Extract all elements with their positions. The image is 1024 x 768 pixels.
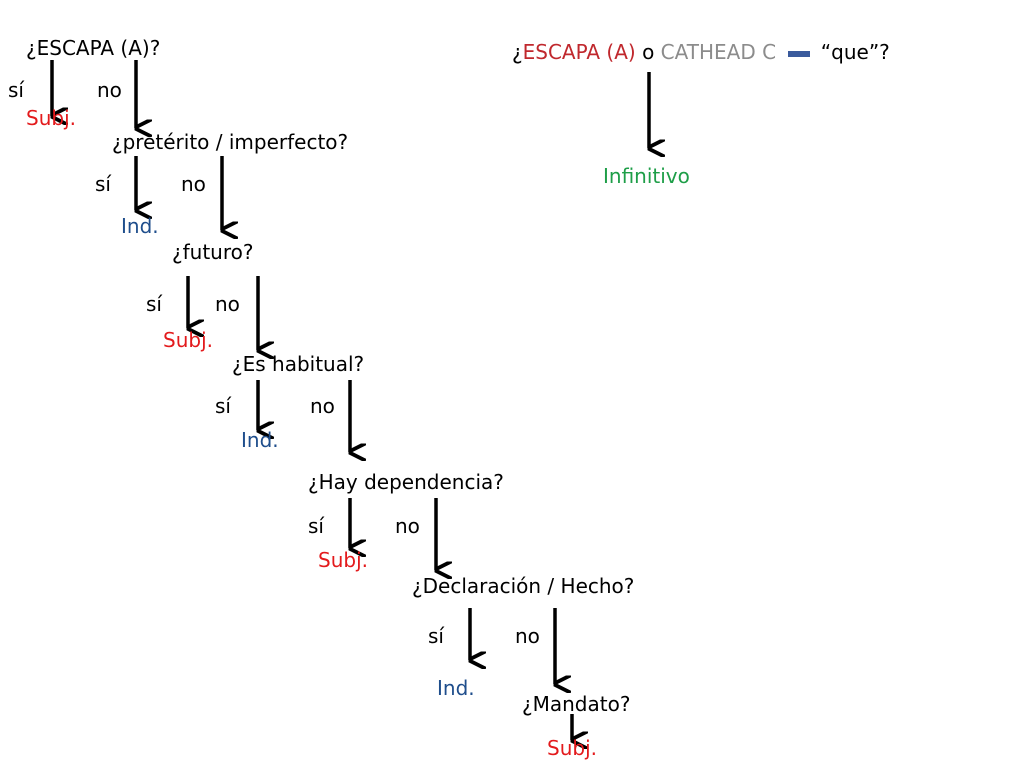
- que-term: “que”?: [814, 40, 890, 64]
- q2-si-label: sí: [95, 172, 111, 196]
- question-mandato: ¿Mandato?: [522, 692, 631, 716]
- q3-si-label: sí: [146, 292, 162, 316]
- question-futuro: ¿futuro?: [172, 240, 254, 264]
- right-result-infinitivo: Infinitivo: [603, 164, 690, 188]
- question-declaracion: ¿Declaración / Hecho?: [412, 574, 635, 598]
- q3-no-label: no: [215, 292, 240, 316]
- q5-no-label: no: [395, 514, 420, 538]
- cathead-term: CATHEAD C: [660, 40, 777, 64]
- escapa-term: ESCAPA (A): [522, 40, 636, 64]
- question-dependencia: ¿Hay dependencia?: [308, 470, 504, 494]
- q4-result-ind: Ind.: [241, 428, 279, 452]
- q4-si-label: sí: [215, 394, 231, 418]
- question-infinitivo: ¿ESCAPA (A) o CATHEAD C “que”?: [512, 42, 890, 62]
- q4-no-label: no: [310, 394, 335, 418]
- question-preterito: ¿pretérito / imperfecto?: [112, 130, 349, 154]
- q5-si-label: sí: [308, 514, 324, 538]
- q6-no-label: no: [515, 624, 540, 648]
- connector-o: o: [635, 40, 661, 64]
- q1-no-label: no: [97, 78, 122, 102]
- q5-result-subj: Subj.: [318, 548, 368, 572]
- q2-result-ind: Ind.: [121, 214, 159, 238]
- question-escapa: ¿ESCAPA (A)?: [26, 36, 161, 60]
- q1-result-subj: Subj.: [26, 106, 76, 130]
- question-open-mark: ¿: [512, 40, 523, 64]
- q7-result-subj: Subj.: [547, 736, 597, 760]
- question-habitual: ¿Es habitual?: [232, 352, 365, 376]
- q1-si-label: sí: [8, 78, 24, 102]
- q3-result-subj: Subj.: [163, 328, 213, 352]
- q6-si-label: sí: [428, 624, 444, 648]
- q6-result-ind: Ind.: [437, 676, 475, 700]
- dash-icon: [788, 50, 811, 57]
- q2-no-label: no: [181, 172, 206, 196]
